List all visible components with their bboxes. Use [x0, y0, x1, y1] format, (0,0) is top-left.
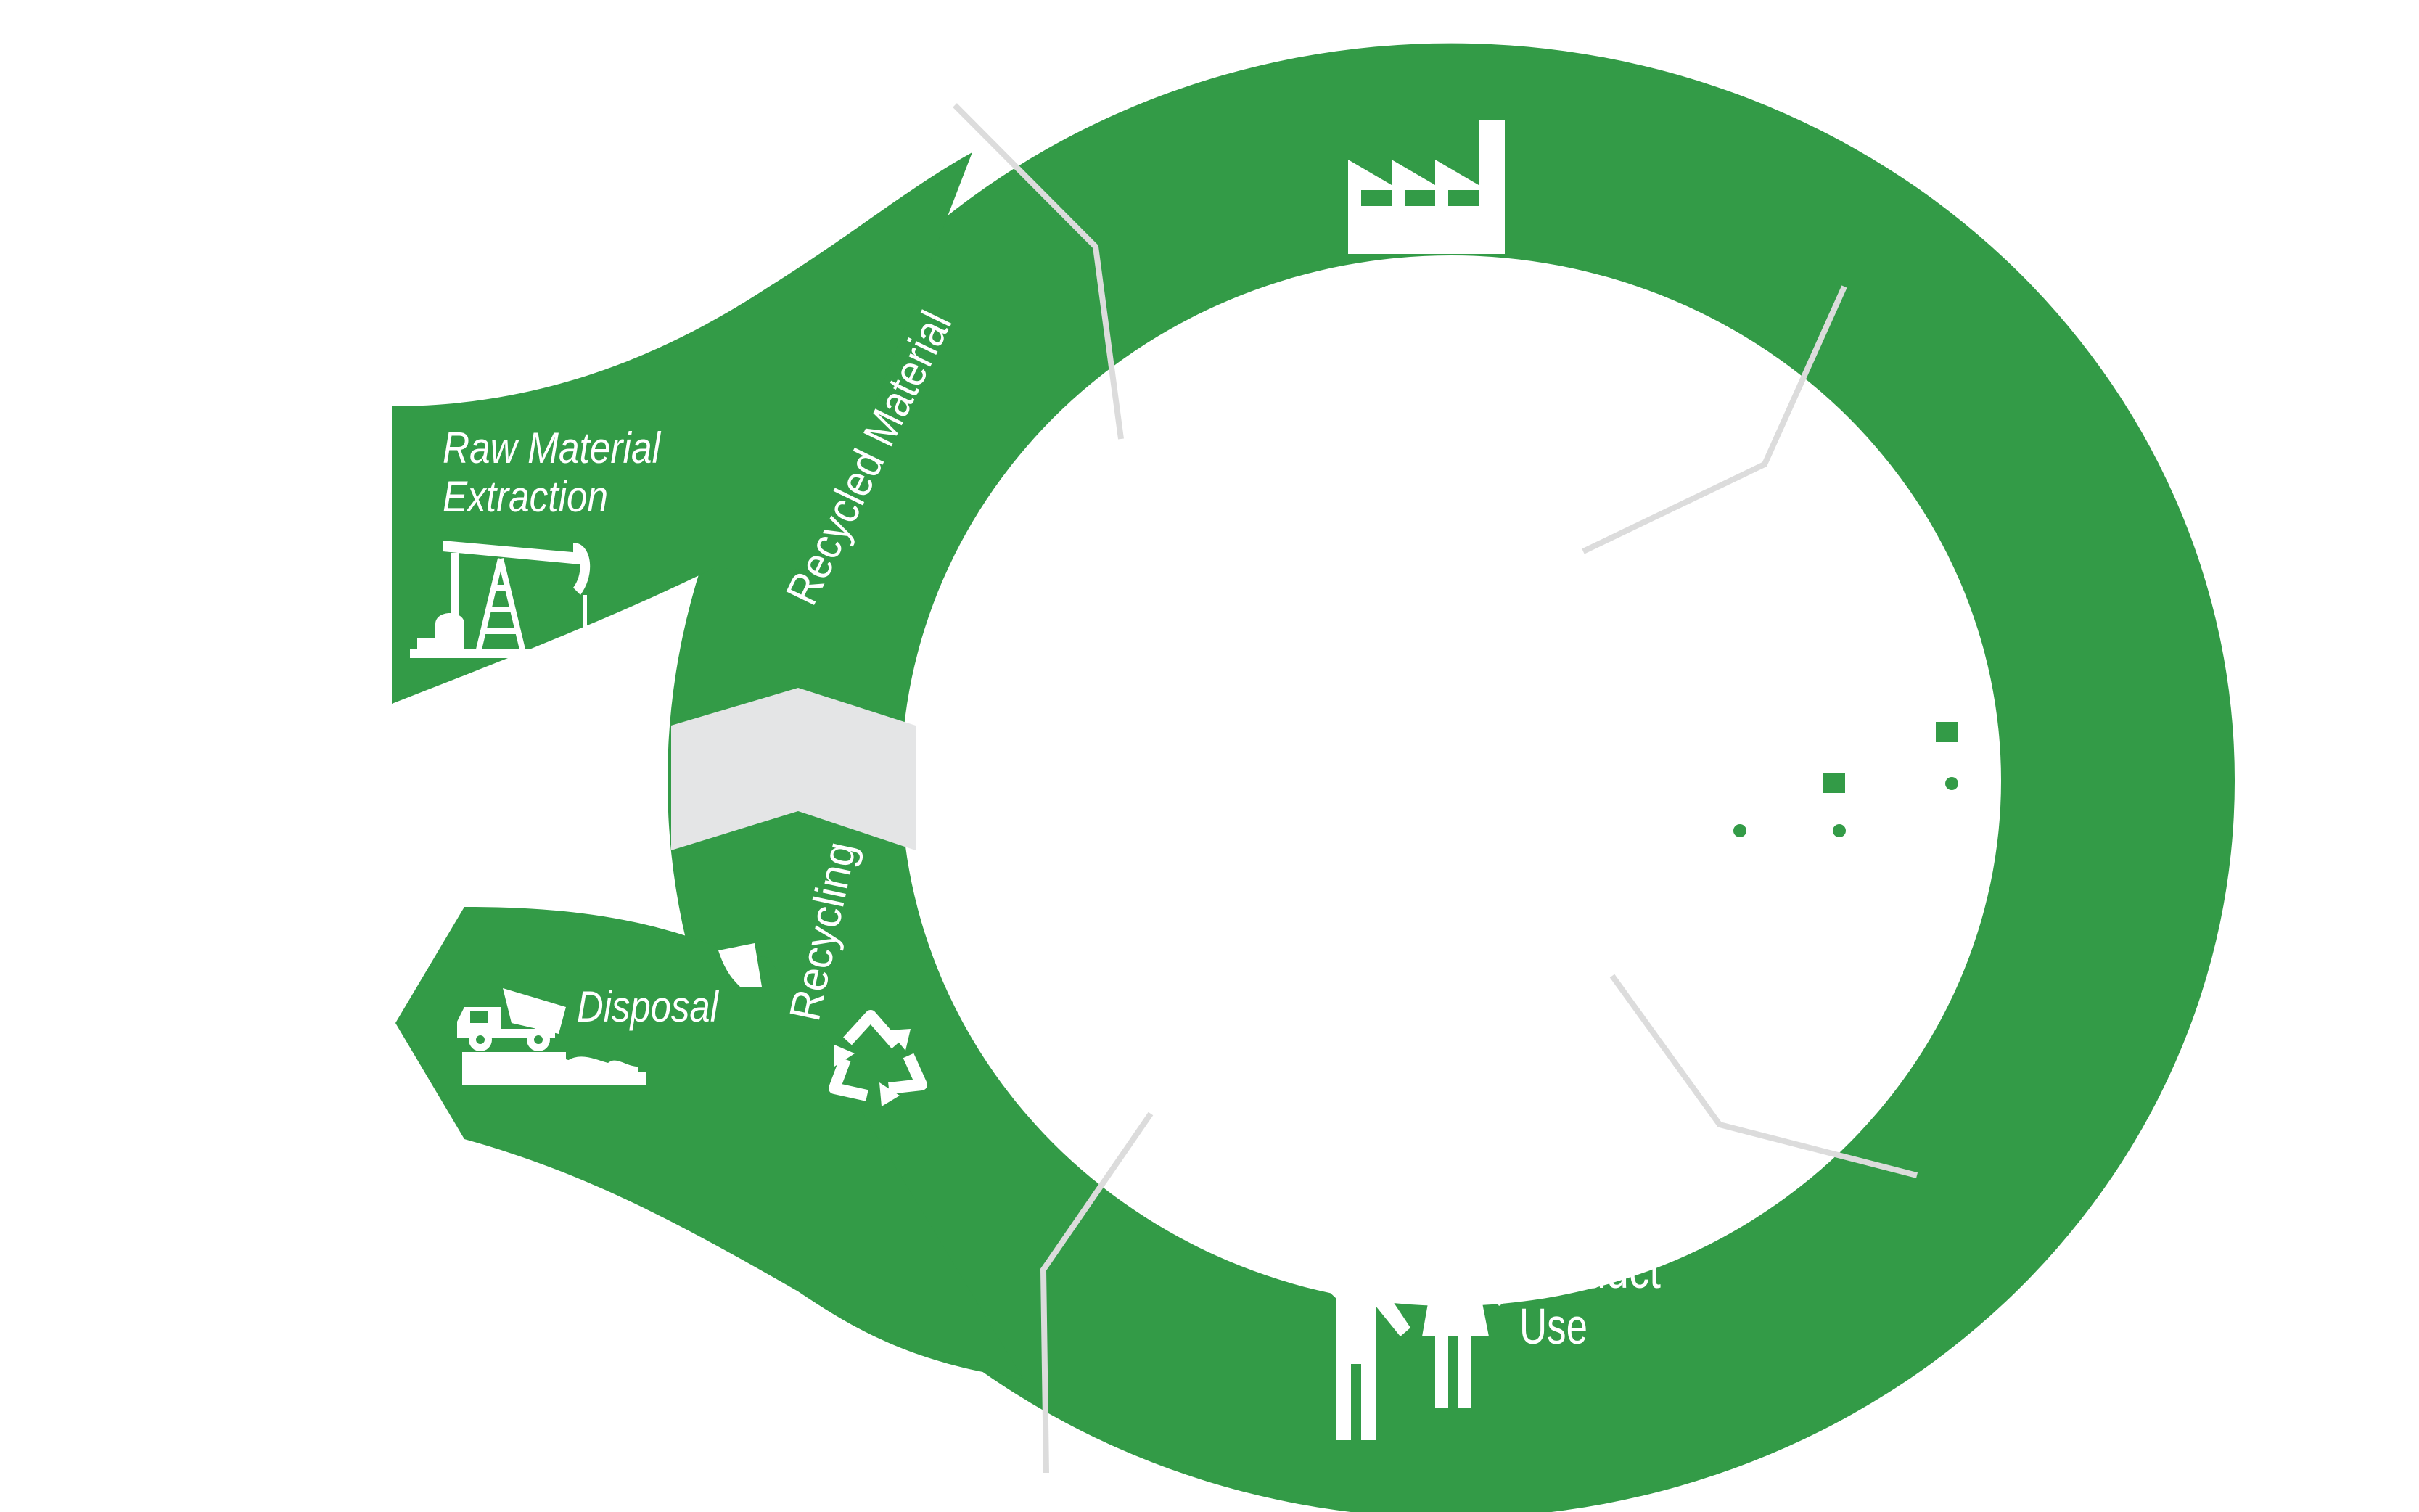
oil-pumpjack-icon — [410, 541, 591, 660]
divider-manufacturing-distribution — [1582, 285, 1847, 554]
lifecycle-ring — [668, 44, 2235, 1512]
disposal-gap — [718, 943, 762, 987]
divider-distribution-product — [1609, 974, 1918, 1178]
product-use-label-line2: Use — [1519, 1298, 1588, 1355]
product-use-label-line1: Product — [1519, 1242, 1661, 1299]
manufacturing-label: Manufacturing — [1289, 274, 1561, 330]
divider-recycled-manufacturing — [953, 103, 1124, 440]
recycle-icon — [829, 1010, 927, 1106]
segment-dividers — [953, 103, 1918, 1474]
raw-material-label-line2: Extraction — [443, 472, 608, 521]
divider-product-recycling — [1040, 1112, 1154, 1474]
people-drinking-icon — [1293, 1191, 1511, 1440]
distribution-label: Distribution — [1733, 861, 1947, 918]
recycle-loop-arrow — [671, 688, 916, 850]
dump-truck-icon — [457, 988, 646, 1085]
raw-material-label-line1: Raw Material — [443, 424, 661, 472]
disposal-label: Disposal — [577, 982, 719, 1031]
raw-material-arm — [392, 152, 972, 704]
factory-icon — [1348, 120, 1505, 254]
delivery-trucks-icon — [1705, 695, 1988, 847]
